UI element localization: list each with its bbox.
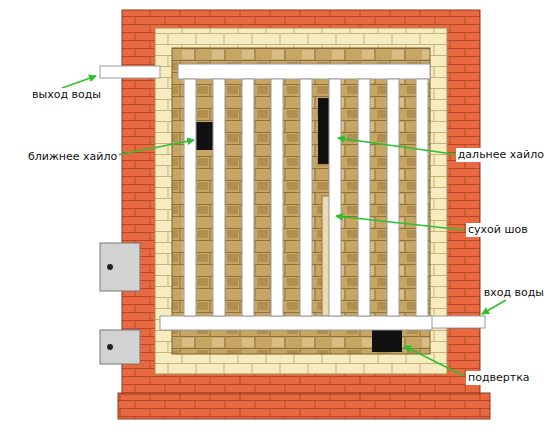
register-pipe [358, 79, 370, 316]
firebrick-lining [155, 28, 447, 374]
base [118, 393, 490, 419]
part-label: подвертка [466, 371, 532, 385]
part-label: ближнее хайло [26, 150, 119, 164]
register-pipe [387, 79, 399, 316]
firebox-door [100, 243, 140, 291]
leader-lines [62, 76, 506, 376]
part-label: вход воды [482, 286, 546, 300]
register-pipe [184, 79, 196, 316]
register-pipe [300, 79, 312, 316]
part-label: сухой шов [466, 223, 530, 237]
turn-channel [372, 330, 402, 352]
part-label: выход воды [30, 88, 103, 102]
register-pipe [329, 79, 341, 316]
part-label: дальнее хайло [456, 148, 546, 162]
outer-wall [122, 10, 480, 394]
ash-door [100, 330, 140, 364]
inner-cavity [172, 48, 430, 354]
water-register [100, 64, 485, 330]
register-pipe [416, 79, 428, 316]
register-pipe [271, 79, 283, 316]
register-pipe [242, 79, 254, 316]
register-pipe [213, 79, 225, 316]
